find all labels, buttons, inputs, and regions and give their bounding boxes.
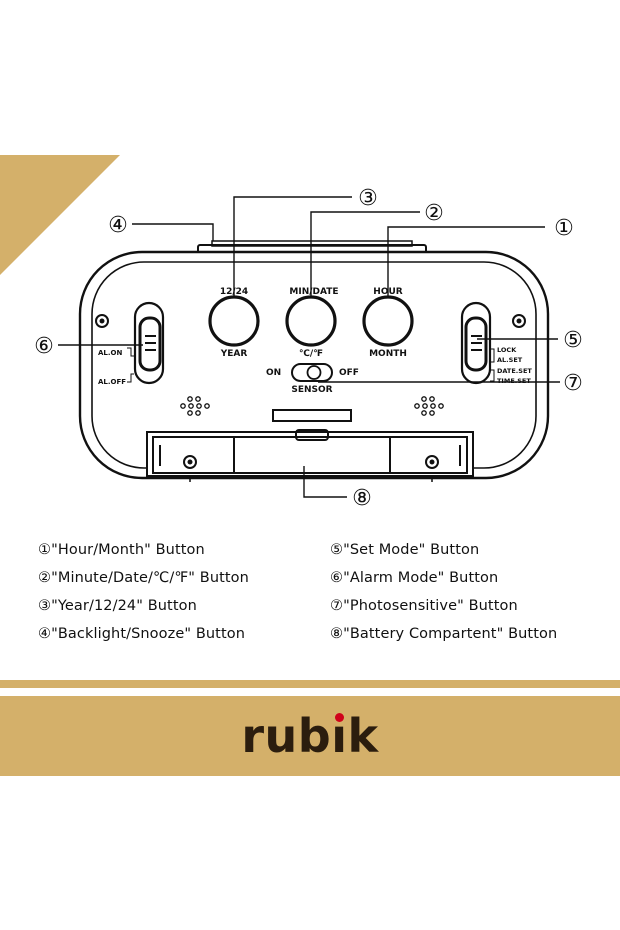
callout-1: ① xyxy=(554,216,574,241)
speaker-grill-right xyxy=(414,396,444,416)
brand-i-stem: ı xyxy=(331,709,348,763)
button-legend: ①"Hour/Month" Button ②"Minute/Date/℃/℉" … xyxy=(0,540,620,660)
callout-6: ⑥ xyxy=(34,334,54,359)
battery-screw-left xyxy=(183,455,197,469)
callout-4: ④ xyxy=(108,213,128,238)
legend-item-2: ②"Minute/Date/℃/℉" Button xyxy=(38,570,249,586)
callout-7: ⑦ xyxy=(563,371,583,396)
label-lock: LOCK xyxy=(497,346,517,354)
callout-3: ③ xyxy=(358,186,378,211)
legend-item-4: ④"Backlight/Snooze" Button xyxy=(38,626,246,642)
speaker-grill-left xyxy=(180,396,210,416)
label-al-set: AL.SET xyxy=(497,356,523,364)
callout-5: ⑤ xyxy=(563,328,583,353)
label-month: MONTH xyxy=(369,349,407,359)
screw-left xyxy=(95,314,109,328)
clock-back-diagram: 12/24 YEAR MIN/DATE ℃/℉ HOUR MONTH AL.ON… xyxy=(0,155,583,511)
set-mode-slider[interactable] xyxy=(460,301,492,385)
legend-item-5: ⑤"Set Mode" Button xyxy=(330,542,480,558)
legend-item-6: ⑥"Alarm Mode" Button xyxy=(330,570,499,586)
callout-8: ⑧ xyxy=(352,486,372,511)
label-al-off: AL.OFF xyxy=(98,378,126,386)
label-date-set: DATE.SET xyxy=(497,367,532,375)
gold-divider xyxy=(0,680,620,688)
gold-corner-triangle xyxy=(0,155,120,275)
brand-i-dot xyxy=(334,713,344,722)
legend-item-7: ⑦"Photosensitive" Button xyxy=(330,598,518,614)
battery-compartment[interactable] xyxy=(146,429,474,477)
label-min-date: MIN/DATE xyxy=(289,287,338,297)
screw-right xyxy=(512,314,526,328)
label-year: YEAR xyxy=(220,349,248,359)
battery-screw-right xyxy=(425,455,439,469)
leader-8 xyxy=(303,466,347,498)
label-sensor-on: ON xyxy=(266,368,281,378)
legend-item-1: ①"Hour/Month" Button xyxy=(38,542,205,558)
legend-item-3: ③"Year/12/24" Button xyxy=(38,598,197,614)
label-al-on: AL.ON xyxy=(98,349,122,357)
leader-2 xyxy=(310,211,420,297)
leader-1 xyxy=(387,226,545,297)
alarm-mode-slider[interactable] xyxy=(133,301,165,385)
brand-text-start: rub xyxy=(241,709,332,763)
label-temp: ℃/℉ xyxy=(299,349,323,359)
label-sensor-off: OFF xyxy=(339,368,359,378)
legend-item-8: ⑧"Battery Compartent" Button xyxy=(330,626,558,642)
label-time-set: TIME.SET xyxy=(497,377,531,385)
leader-3 xyxy=(233,196,352,297)
brand-text-end: k xyxy=(347,709,379,763)
sensor-switch[interactable] xyxy=(291,363,333,382)
label-sensor: SENSOR xyxy=(291,385,332,395)
brand-i: ı xyxy=(331,696,347,776)
leader-4 xyxy=(132,223,214,241)
callout-2: ② xyxy=(424,201,444,226)
center-slot xyxy=(272,409,352,422)
